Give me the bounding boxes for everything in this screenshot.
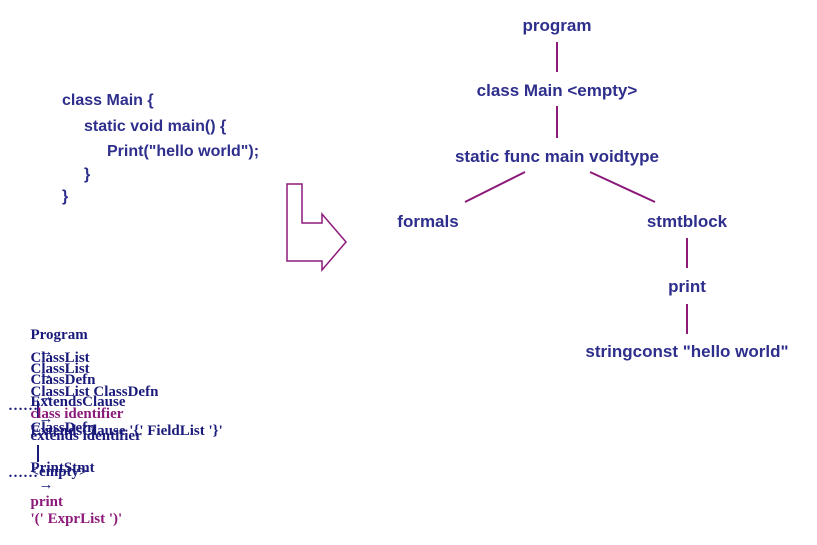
rule-program: Program → ClassList — [8, 310, 90, 395]
node-class-main: class Main <empty> — [477, 81, 638, 100]
arrow-icon: → — [38, 344, 54, 360]
rule-rhs: ClassList — [30, 361, 90, 377]
rule-rhs-alt: ClassDefn — [30, 420, 96, 436]
node-static-func: static func main voidtype — [455, 147, 659, 166]
rule-keyword: print — [30, 494, 64, 510]
parse-tree: program class Main <empty> static func m… — [286, 16, 789, 361]
code-line-class: class Main { — [62, 92, 154, 109]
arrow-icon: → — [38, 411, 54, 427]
edge-func-stmtblock — [589, 171, 656, 203]
arrow-icon: → — [38, 389, 54, 405]
node-formals: formals — [397, 212, 458, 231]
node-stringconst: stringconst "hello world" — [585, 342, 788, 361]
rule-rhs: ClassList ClassDefn — [30, 384, 159, 400]
grammar-ellipsis: …… — [8, 465, 38, 481]
alternation-bar — [36, 401, 39, 418]
rule-lhs: ClassList — [30, 350, 90, 366]
node-stmtblock: stmtblock — [647, 212, 728, 231]
rule-lhs: Program — [30, 327, 88, 343]
diagram-canvas: class Main { static void main() { Print(… — [8, 16, 789, 527]
transform-arrow-icon — [286, 183, 347, 273]
rule-printstmt: PrintStmt → print '(' ExprList ')' — [8, 443, 123, 545]
rule-classdefn: ClassDefn → class identifier ExtendsClau… — [8, 355, 223, 457]
arrow-icon: → — [38, 367, 54, 383]
node-print: print — [668, 277, 706, 296]
alternation-bar — [36, 445, 39, 462]
rule-lhs: ExtendsClause — [30, 394, 126, 410]
code-line-close-method: } — [84, 166, 91, 183]
rule-lhs: ClassDefn — [30, 372, 96, 388]
rule-lhs: PrintStmt — [30, 460, 95, 476]
grammar-ellipsis: …… — [8, 398, 38, 414]
rule-rhs: extends identifier — [30, 428, 142, 444]
rule-rhs-alt: <empty> — [30, 464, 88, 480]
code-line-close-class: } — [62, 188, 69, 205]
code-line-method: static void main() { — [84, 118, 227, 135]
rule-extendsclause: ExtendsClause → extends identifier <empt… — [8, 377, 142, 498]
edge-func-formals — [464, 171, 526, 203]
code-line-print: Print("hello world"); — [107, 143, 260, 160]
rule-classlist: ClassList → ClassList ClassDefn ClassDef… — [8, 333, 159, 454]
rule-keyword: class identifier — [30, 406, 124, 422]
rule-rhs: '(' ExprList ')' — [30, 511, 123, 527]
arrow-icon: → — [38, 477, 54, 493]
node-program: program — [523, 16, 592, 35]
rule-rhs: ExtendsClause '{' FieldList '}' — [30, 423, 223, 439]
